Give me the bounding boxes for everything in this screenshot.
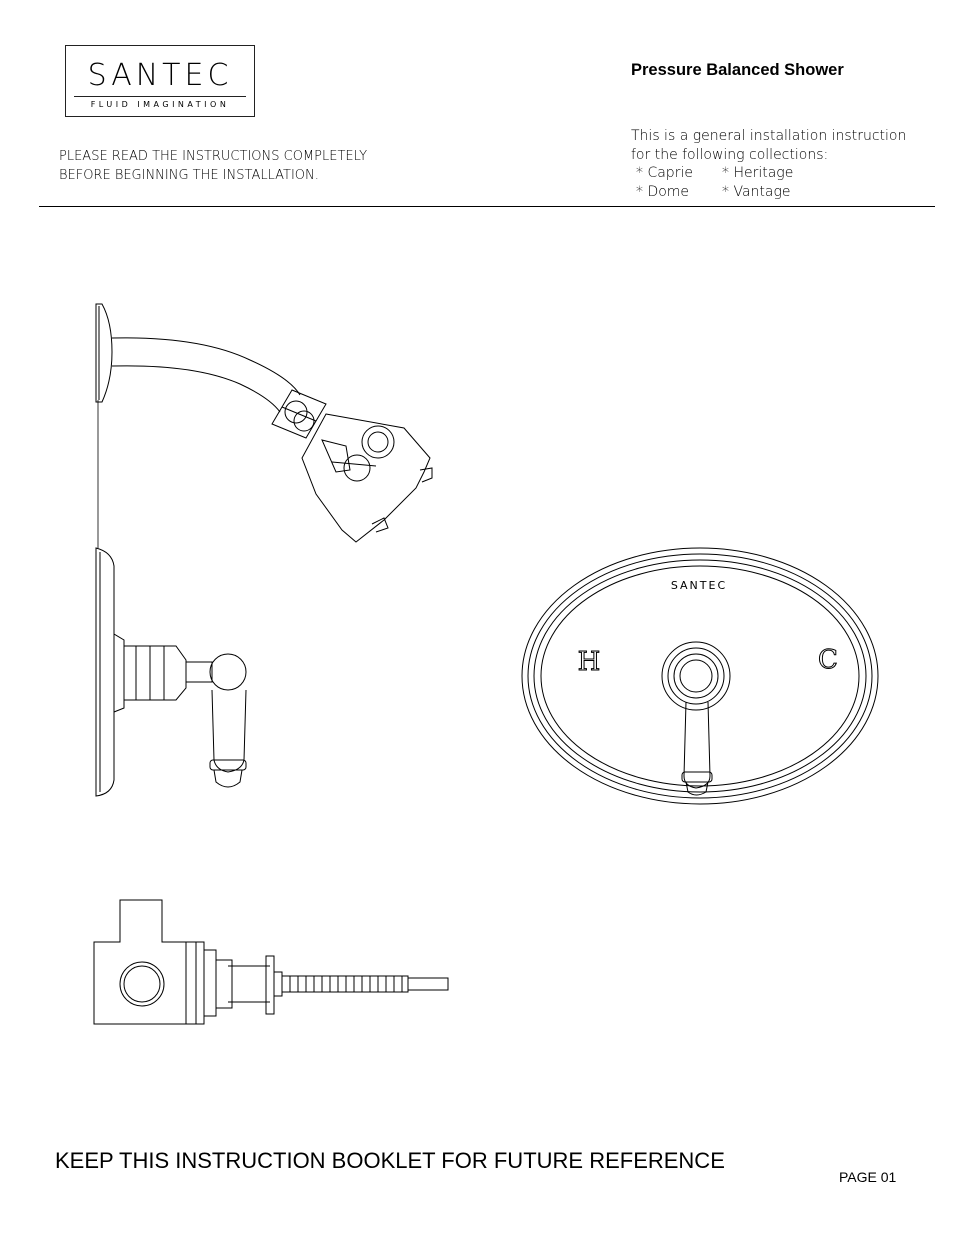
logo-divider <box>74 96 246 97</box>
collection-item: * Caprie <box>636 165 693 181</box>
shower-arm-drawing <box>111 337 301 413</box>
rough-valve-drawing <box>93 899 449 1025</box>
header-divider <box>39 206 935 207</box>
collection-item: * Dome <box>636 183 690 200</box>
collection-item: * Vantage <box>722 183 791 200</box>
plate-brand-label: SANTEC <box>671 579 727 592</box>
logo-wordmark: SANTEC <box>87 58 233 93</box>
logo-tagline: FLUID IMAGINATION <box>90 100 230 109</box>
general-line-1: This is a general installation instructi… <box>631 128 907 144</box>
santec-logo: SANTEC FLUID IMAGINATION <box>65 45 255 117</box>
document-title: Pressure Balanced Shower <box>631 61 844 79</box>
general-line-2: for the following collections: <box>631 146 829 163</box>
collection-item: * Heritage <box>722 165 794 181</box>
page-number: PAGE 01 <box>839 1169 897 1185</box>
keep-booklet-notice: KEEP THIS INSTRUCTION BOOKLET FOR FUTURE… <box>55 1148 725 1173</box>
general-instruction-text: This is a general installation instructi… <box>631 127 906 164</box>
read-instructions-notice: PLEASE READ THE INSTRUCTIONS COMPLETELY … <box>59 147 367 185</box>
cold-label: C <box>818 645 838 675</box>
collections-list: * Caprie * Heritage * Dome * Vantage <box>636 164 832 201</box>
valve-side-drawing <box>95 547 247 797</box>
notice-line-2: BEFORE BEGINNING THE INSTALLATION. <box>59 168 319 183</box>
notice-line-1: PLEASE READ THE INSTRUCTIONS COMPLETELY <box>59 149 368 164</box>
trim-plate-front-drawing <box>521 547 879 805</box>
shower-flange-drawing <box>95 303 113 403</box>
hot-label: H <box>578 647 601 677</box>
shower-head-drawing <box>271 389 433 543</box>
